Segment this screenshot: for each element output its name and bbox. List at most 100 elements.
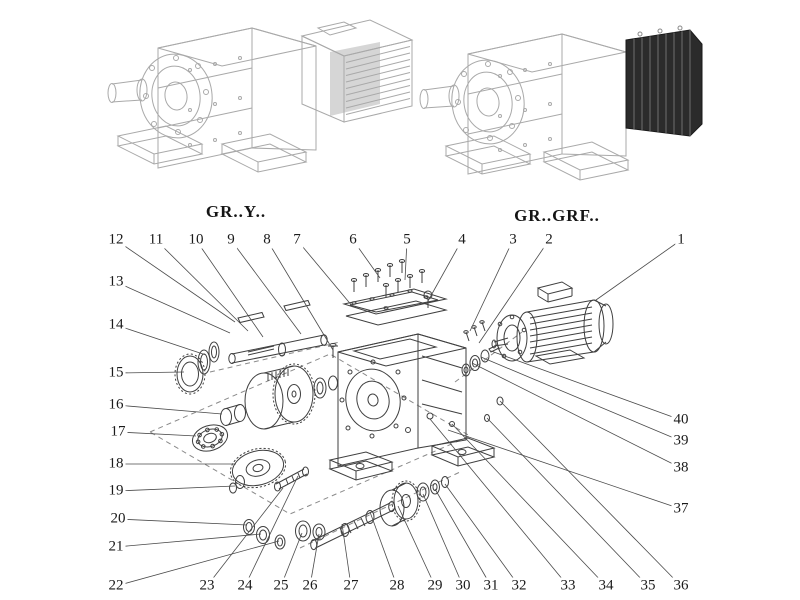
inspection-cover: [342, 288, 448, 326]
variant-label-gr-grf: GR..GRF..: [514, 206, 600, 225]
part-number-8: 8: [261, 231, 273, 249]
leader-line-13: [115, 281, 231, 334]
part-number-22: 22: [106, 577, 126, 595]
leader-line-17: [117, 431, 197, 437]
intermediate-gear: [229, 447, 287, 489]
fan-cover-dark: [625, 29, 703, 137]
part-number-28: 28: [387, 577, 407, 595]
output-shaft: [107, 83, 117, 103]
part-number-5: 5: [401, 231, 413, 249]
part-number-40: 40: [671, 411, 691, 429]
spacer-ring-1: [313, 377, 327, 399]
leader-line-26: [309, 533, 320, 587]
cover-bolts: [350, 259, 433, 308]
part-number-19: 19: [106, 482, 126, 500]
motor-terminal-box: [536, 281, 574, 295]
leader-line-31: [434, 488, 492, 587]
leader-line-10: [195, 239, 264, 338]
gearbox-body: [157, 27, 253, 169]
part-number-36: 36: [671, 577, 691, 595]
shaft-key-1: [237, 311, 265, 324]
part-number-32: 32: [509, 577, 529, 595]
part-number-10: 10: [186, 231, 206, 249]
leader-line-25: [280, 532, 303, 587]
part-number-33: 33: [558, 577, 578, 595]
leader-line-35: [486, 417, 649, 587]
motor-foot: [534, 349, 586, 365]
part-number-37: 37: [671, 500, 691, 518]
part-number-31: 31: [481, 577, 501, 595]
leader-line-15: [115, 371, 185, 374]
leader-line-21: [115, 533, 262, 548]
part-number-35: 35: [638, 577, 658, 595]
gearbox-body-grf: [467, 33, 563, 175]
part-number-23: 23: [197, 577, 217, 595]
terminal-box: [316, 21, 358, 36]
motor-core: [330, 42, 380, 116]
variant-label-gr-y: GR..Y..: [205, 202, 267, 221]
part-number-6: 6: [347, 231, 359, 249]
leader-line-29: [397, 505, 436, 587]
pinion-stub: [274, 466, 309, 492]
output-flange-grf: [451, 59, 525, 145]
part-number-18: 18: [106, 455, 126, 473]
leader-line-30: [422, 493, 464, 587]
leader-line-23: [206, 487, 284, 587]
assembled-view-gr-y: [107, 19, 414, 173]
leader-line-19: [115, 485, 236, 492]
part-number-24: 24: [235, 577, 255, 595]
part-number-15: 15: [106, 364, 126, 382]
part-number-7: 7: [291, 231, 303, 249]
part-number-34: 34: [596, 577, 616, 595]
part-number-9: 9: [225, 231, 237, 249]
helical-gear-large: [244, 363, 316, 430]
part-number-16: 16: [106, 396, 126, 414]
part-number-11: 11: [146, 231, 166, 249]
leader-line-33: [429, 418, 569, 587]
leader-line-28: [369, 511, 398, 587]
part-number-30: 30: [453, 577, 473, 595]
leader-line-14: [115, 324, 207, 356]
leader-line-34: [451, 423, 607, 587]
leader-line-20: [117, 518, 248, 526]
input-shaft: [228, 334, 328, 364]
gear-housing: [328, 333, 504, 481]
part-number-1: 1: [675, 231, 687, 249]
shaft-key-2: [283, 299, 311, 312]
part-number-38: 38: [671, 459, 691, 477]
bushing: [220, 404, 246, 426]
output-pinion-shaft: [310, 501, 396, 551]
leader-line-22: [115, 540, 280, 587]
output-flange: [139, 53, 213, 139]
spacer-ring-2: [328, 375, 338, 391]
leader-line-11: [155, 239, 249, 332]
ball-bearing: [191, 424, 229, 452]
leader-line-24: [244, 475, 299, 587]
leader-line-32: [444, 483, 520, 587]
part-number-4: 4: [456, 231, 468, 249]
assembled-view-gr-grf: [419, 25, 703, 181]
part-number-21: 21: [106, 538, 126, 556]
leader-line-12: [115, 239, 236, 323]
leader-line-3: [469, 239, 514, 332]
part-number-3: 3: [507, 231, 519, 249]
leader-line-4: [427, 239, 463, 302]
output-shaft-grf: [419, 89, 429, 109]
leader-lines: [115, 239, 682, 587]
leader-line-8: [266, 239, 334, 351]
leader-line-7: [296, 239, 354, 308]
leader-line-1: [595, 239, 682, 301]
part-number-13: 13: [106, 273, 126, 291]
leader-line-40: [490, 350, 682, 421]
leader-line-16: [115, 404, 223, 415]
output-gear: [379, 480, 421, 527]
oil-plug: [426, 412, 434, 420]
leader-line-37: [447, 429, 682, 510]
part-number-2: 2: [543, 231, 555, 249]
part-number-14: 14: [106, 316, 126, 334]
part-number-25: 25: [271, 577, 291, 595]
leader-line-36: [499, 400, 682, 587]
motor-exploded: [491, 281, 614, 365]
